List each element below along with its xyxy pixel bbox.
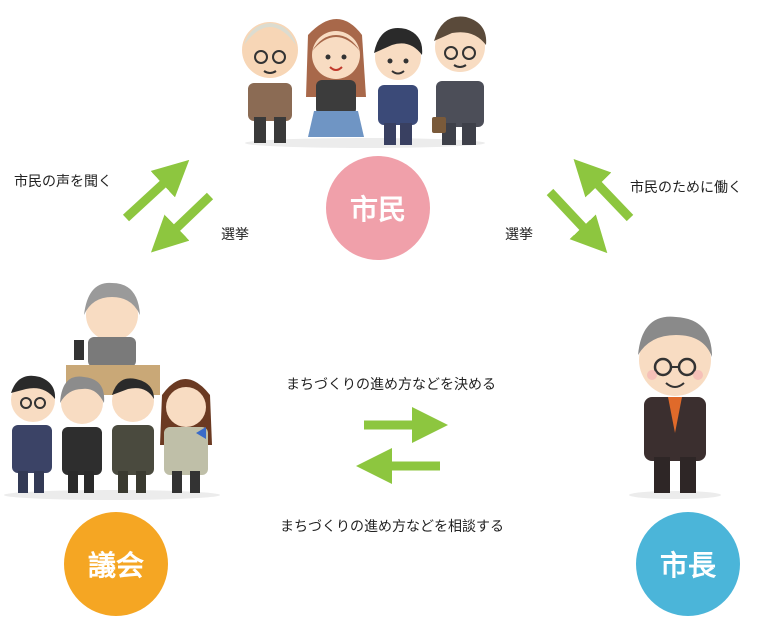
label-listen-to-citizens: 市民の声を聞く [14,174,112,190]
arrow-citizens-to-mayor [546,188,608,254]
businessman-figure [432,16,487,145]
citizens-node: 市民 [326,156,430,260]
council-member-3 [112,378,154,493]
council-node: 議会 [64,512,168,616]
mayor-node-label: 市長 [659,549,716,582]
council-member-2 [60,376,105,493]
elder-man-figure [242,22,298,143]
citizens-node-label: 市民 [349,193,406,226]
mayor-node: 市長 [636,512,740,616]
arrow-council-to-citizens [122,159,190,222]
council-member-4 [160,379,212,493]
label-consult-town-planning: まちづくりの進め方などを相談する [280,519,504,535]
label-decide-town-planning: まちづくりの進め方などを決める [286,377,496,393]
young-man-figure [374,28,423,145]
label-election-council: 選挙 [221,227,249,243]
label-election-mayor: 選挙 [505,227,533,243]
label-work-for-citizens: 市民のために働く [630,180,742,196]
arrow-mayor-to-citizens [573,158,634,222]
council-illustration [4,282,220,500]
council-member-1 [11,375,56,493]
council-node-label: 議会 [87,549,144,582]
mayor-illustration [629,316,721,499]
woman-figure [306,19,366,137]
citizens-illustration [242,16,487,148]
arrow-citizens-to-council [150,192,214,253]
